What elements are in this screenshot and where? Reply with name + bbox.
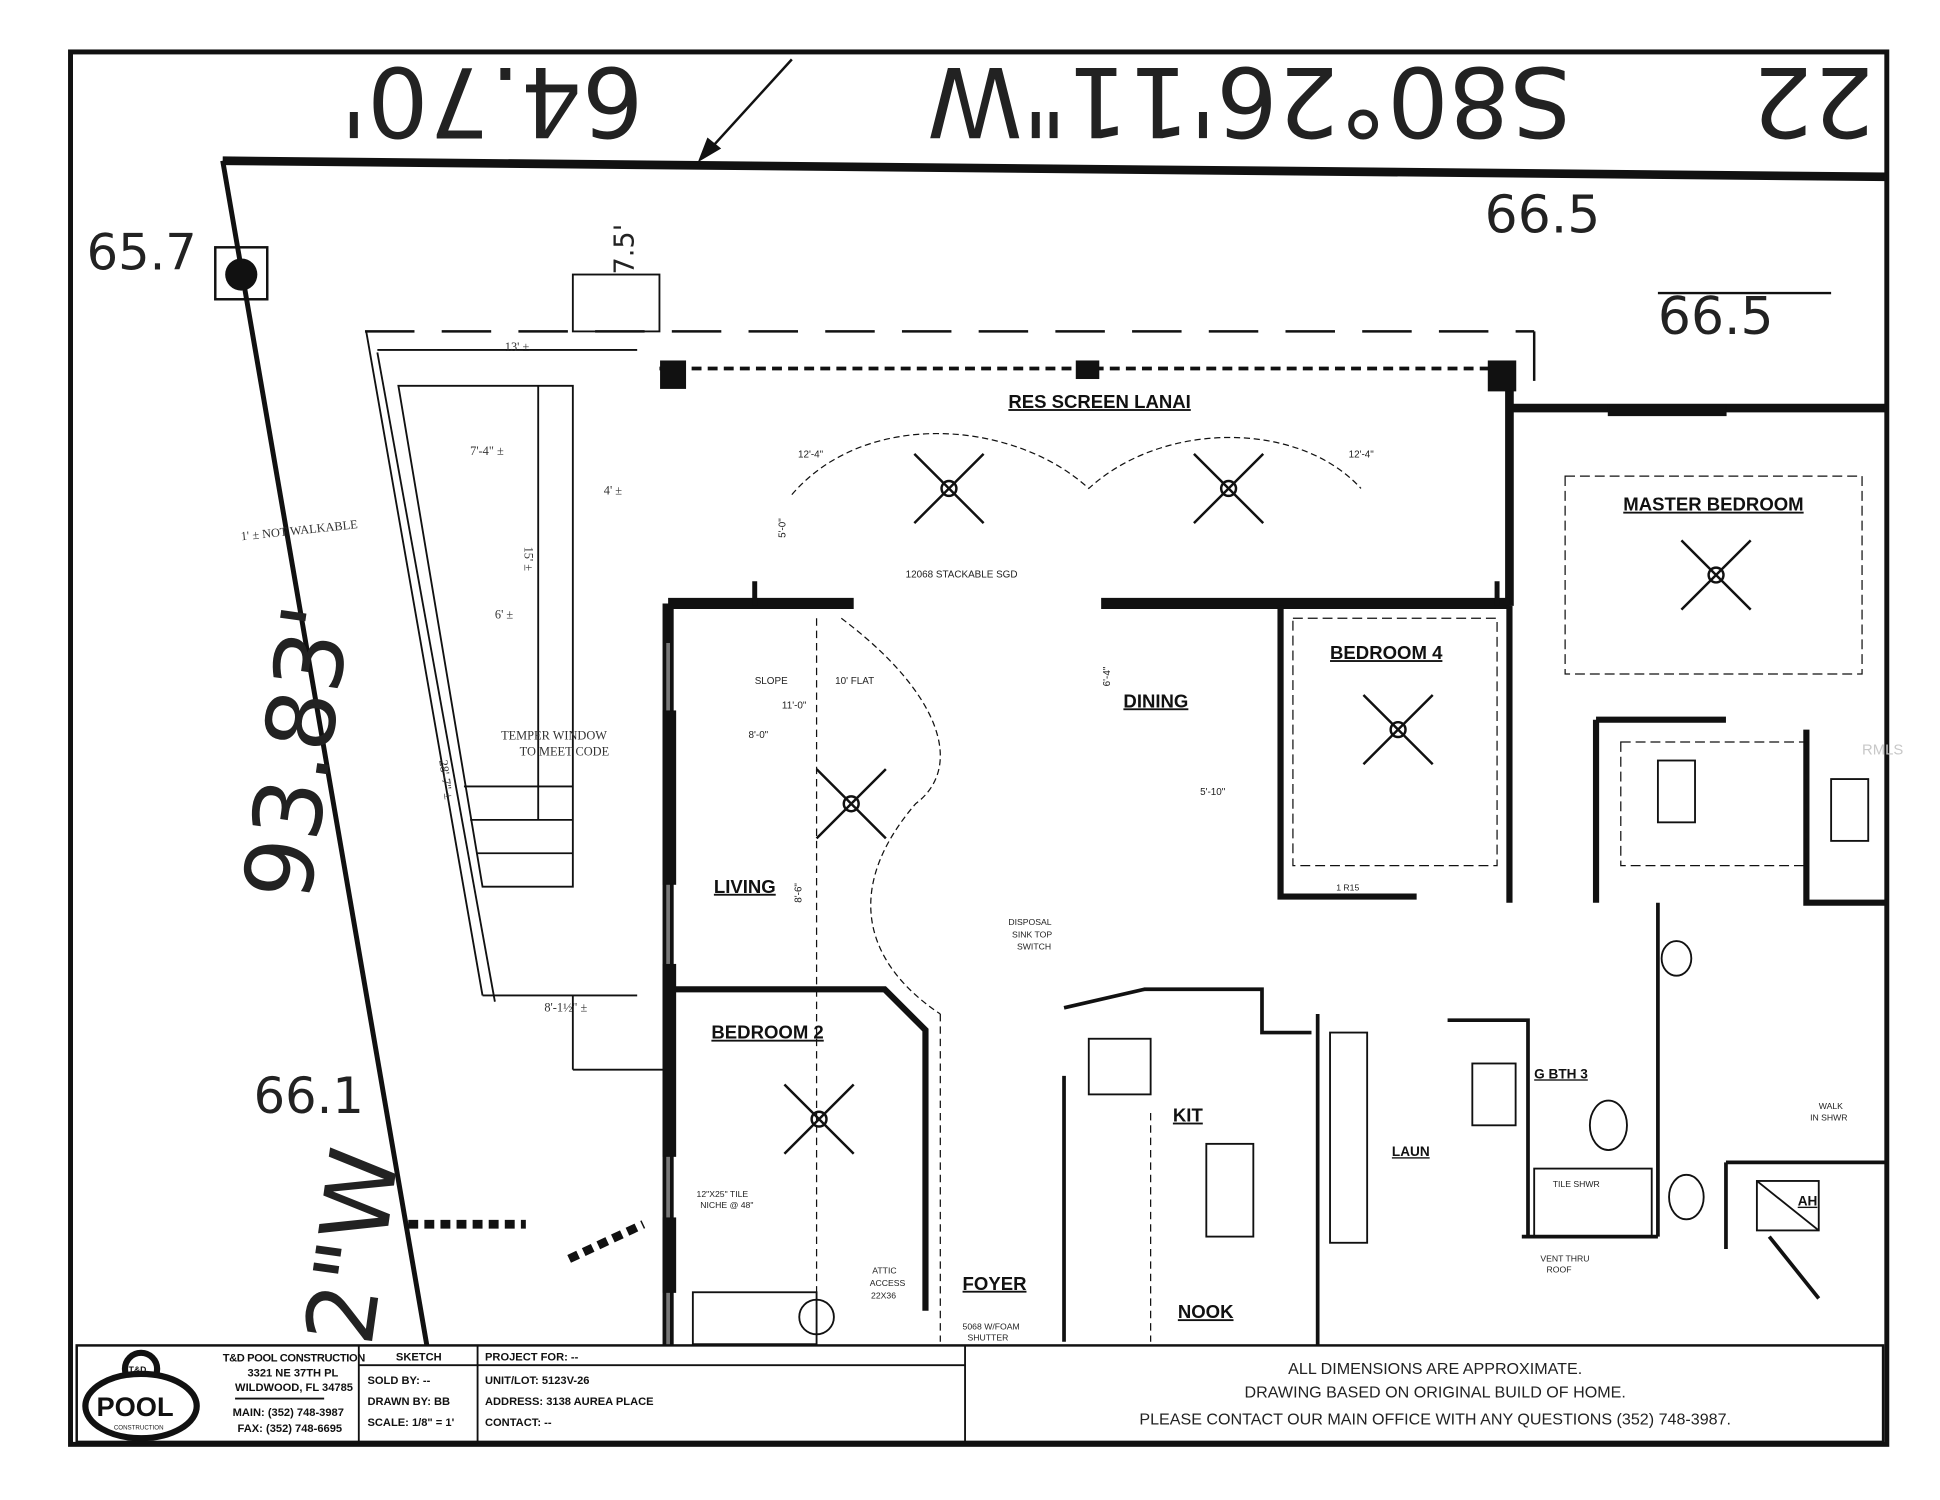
room-nook: NOOK	[1178, 1301, 1234, 1322]
survey-annotations: S80°26'11"W 64.70' 22 93.83' 2"W 65.7 66…	[87, 45, 1875, 1351]
property-lines	[220, 58, 1887, 1346]
note-not-walkable: 1' ± NOT WALKABLE	[240, 517, 358, 543]
note-shutter-1: 5068 W/FOAM	[963, 1321, 1020, 1331]
dim-deck-length: 28'-7" ±	[436, 759, 455, 801]
note-attic-2: ACCESS	[870, 1278, 906, 1288]
drawn-by: DRAWN BY: BB	[367, 1396, 450, 1408]
lot-number: 22	[1752, 45, 1875, 158]
plan-notes: 12068 STACKABLE SGD 12'-4" 12'-4" 5'-0" …	[697, 450, 1904, 1343]
ceiling-fan-icon	[913, 452, 985, 524]
project-address: ADDRESS: 3138 AUREA PLACE	[485, 1396, 654, 1408]
dim-dining-2: 6'-4"	[1102, 666, 1113, 686]
project-for: PROJECT FOR: --	[485, 1351, 579, 1363]
note-shutter-2: SHUTTER	[968, 1332, 1009, 1342]
sold-by: SOLD BY: --	[367, 1375, 430, 1387]
ceiling-fan-icon	[1680, 539, 1752, 611]
room-bedroom4: BEDROOM 4	[1330, 642, 1443, 663]
note-tile-shwr: TILE SHWR	[1553, 1179, 1600, 1189]
logo-construction: CONSTRUCTION	[114, 1425, 164, 1432]
disclaimer-line-3: PLEASE CONTACT OUR MAIN OFFICE WITH ANY …	[1139, 1411, 1731, 1429]
elevation-ne: 66.5	[1485, 185, 1601, 245]
note-tile-niche-2: NICHE @ 48"	[700, 1200, 753, 1210]
note-disposal-3: SWITCH	[1017, 942, 1051, 952]
note-attic-1: ATTIC	[872, 1266, 896, 1276]
dim-pool-deck: 4' ±	[604, 484, 623, 498]
unit-lot: UNIT/LOT: 5123V-26	[485, 1375, 590, 1387]
disclaimer-line-1: ALL DIMENSIONS ARE APPROXIMATE.	[1288, 1360, 1582, 1378]
room-labels: RES SCREEN LANAI MASTER BEDROOM BEDROOM …	[711, 391, 1817, 1322]
logo-td: T&D	[129, 1365, 147, 1375]
note-walk-in-2: IN SHWR	[1810, 1112, 1847, 1122]
benchmark-marker	[214, 246, 269, 301]
title-block: T&D POOL CONSTRUCTION T&D POOL CONSTRUCT…	[75, 1344, 1885, 1444]
note-attic-3: 22X36	[871, 1290, 896, 1300]
ceiling-fan-icon	[815, 768, 887, 840]
dim-living-1: 11'-0"	[782, 701, 807, 712]
walls	[408, 360, 1887, 1346]
dim-living-2: 8'-0"	[749, 730, 769, 741]
logo-pool: POOL	[97, 1391, 174, 1422]
dim-pool-steps: 6' ±	[495, 607, 514, 621]
note-flat: 10' FLAT	[835, 676, 874, 687]
room-bedroom2: BEDROOM 2	[711, 1022, 823, 1043]
note-slope: SLOPE	[755, 676, 788, 687]
note-vent-1: VENT THRU	[1540, 1253, 1589, 1263]
dim-deck-bottom: 8'-1½" ±	[544, 1001, 587, 1015]
sketch-header: SKETCH	[396, 1351, 442, 1363]
ceiling-fan-icon	[1193, 452, 1265, 524]
note-temper-1: TEMPER WINDOW	[501, 728, 607, 742]
note-tile-niche-1: 12"X25" TILE	[697, 1189, 749, 1199]
company-address2: WILDWOOD, FL 34785	[235, 1382, 353, 1394]
scale: SCALE: 1/8" = 1'	[367, 1417, 454, 1429]
company-address1: 3321 NE 37TH PL	[247, 1367, 338, 1379]
room-master: MASTER BEDROOM	[1623, 494, 1803, 515]
distance-top: 64.70'	[341, 45, 644, 158]
room-laundry: LAUN	[1392, 1144, 1430, 1159]
room-lanai: RES SCREEN LANAI	[1008, 391, 1190, 412]
dim-living-3: 8'-6"	[794, 883, 805, 903]
note-vent-2: ROOF	[1547, 1264, 1572, 1274]
ceiling-fan-icon	[783, 1083, 855, 1155]
note-disposal-1: DISPOSAL	[1008, 917, 1051, 927]
fixtures	[691, 759, 1870, 1346]
note-walk-in-1: WALK	[1819, 1101, 1843, 1111]
bearing-bottom-left: 2"W	[286, 1142, 421, 1351]
watermark: RMLS	[1862, 742, 1903, 758]
elevation-sw: 66.1	[254, 1067, 364, 1125]
elevation-e: 66.5	[1658, 287, 1774, 347]
elevation-nw: 65.7	[87, 224, 197, 282]
company-logo: T&D POOL CONSTRUCTION	[82, 1349, 200, 1442]
benchmark-dot	[225, 258, 258, 291]
bearing-top: S80°26'11"W	[927, 45, 1571, 158]
dim-pool-length: 15' ±	[522, 547, 536, 572]
dim-lanai-1: 12'-4"	[798, 450, 824, 461]
dim-pool-width: 13' ±	[505, 340, 530, 354]
note-temper-2: TO MEET CODE	[520, 745, 610, 759]
room-kitchen: KIT	[1173, 1105, 1204, 1126]
dim-pool-inner: 7'-4" ±	[470, 444, 504, 458]
room-ah: AH	[1798, 1194, 1818, 1209]
room-foyer: FOYER	[963, 1273, 1028, 1294]
dim-lanai-2: 12'-4"	[1349, 450, 1375, 461]
distance-left: 93.83'	[224, 599, 373, 906]
contact: CONTACT: --	[485, 1417, 552, 1429]
pool	[365, 273, 669, 1071]
setback-dim: 7.5'	[609, 224, 640, 275]
room-living: LIVING	[714, 876, 776, 897]
company-main-phone: MAIN: (352) 748-3987	[233, 1407, 344, 1419]
note-disposal-2: SINK TOP	[1012, 929, 1052, 939]
note-r15: 1 R15	[1336, 882, 1359, 892]
note-stackable: 12068 STACKABLE SGD	[906, 569, 1018, 580]
sheet-border	[68, 49, 1890, 1447]
dim-dining-1: 5'-10"	[1200, 787, 1226, 798]
dim-lanai-3: 5'-0"	[778, 518, 789, 538]
ceiling-fans	[783, 452, 1752, 1155]
company-name: T&D POOL CONSTRUCTION	[223, 1353, 366, 1365]
disclaimer-line-2: DRAWING BASED ON ORIGINAL BUILD OF HOME.	[1245, 1383, 1626, 1401]
ceiling-fan-icon	[1362, 694, 1434, 766]
room-bath3: G BTH 3	[1534, 1066, 1588, 1081]
room-dining: DINING	[1123, 690, 1188, 711]
company-fax: FAX: (352) 748-6695	[238, 1423, 343, 1435]
